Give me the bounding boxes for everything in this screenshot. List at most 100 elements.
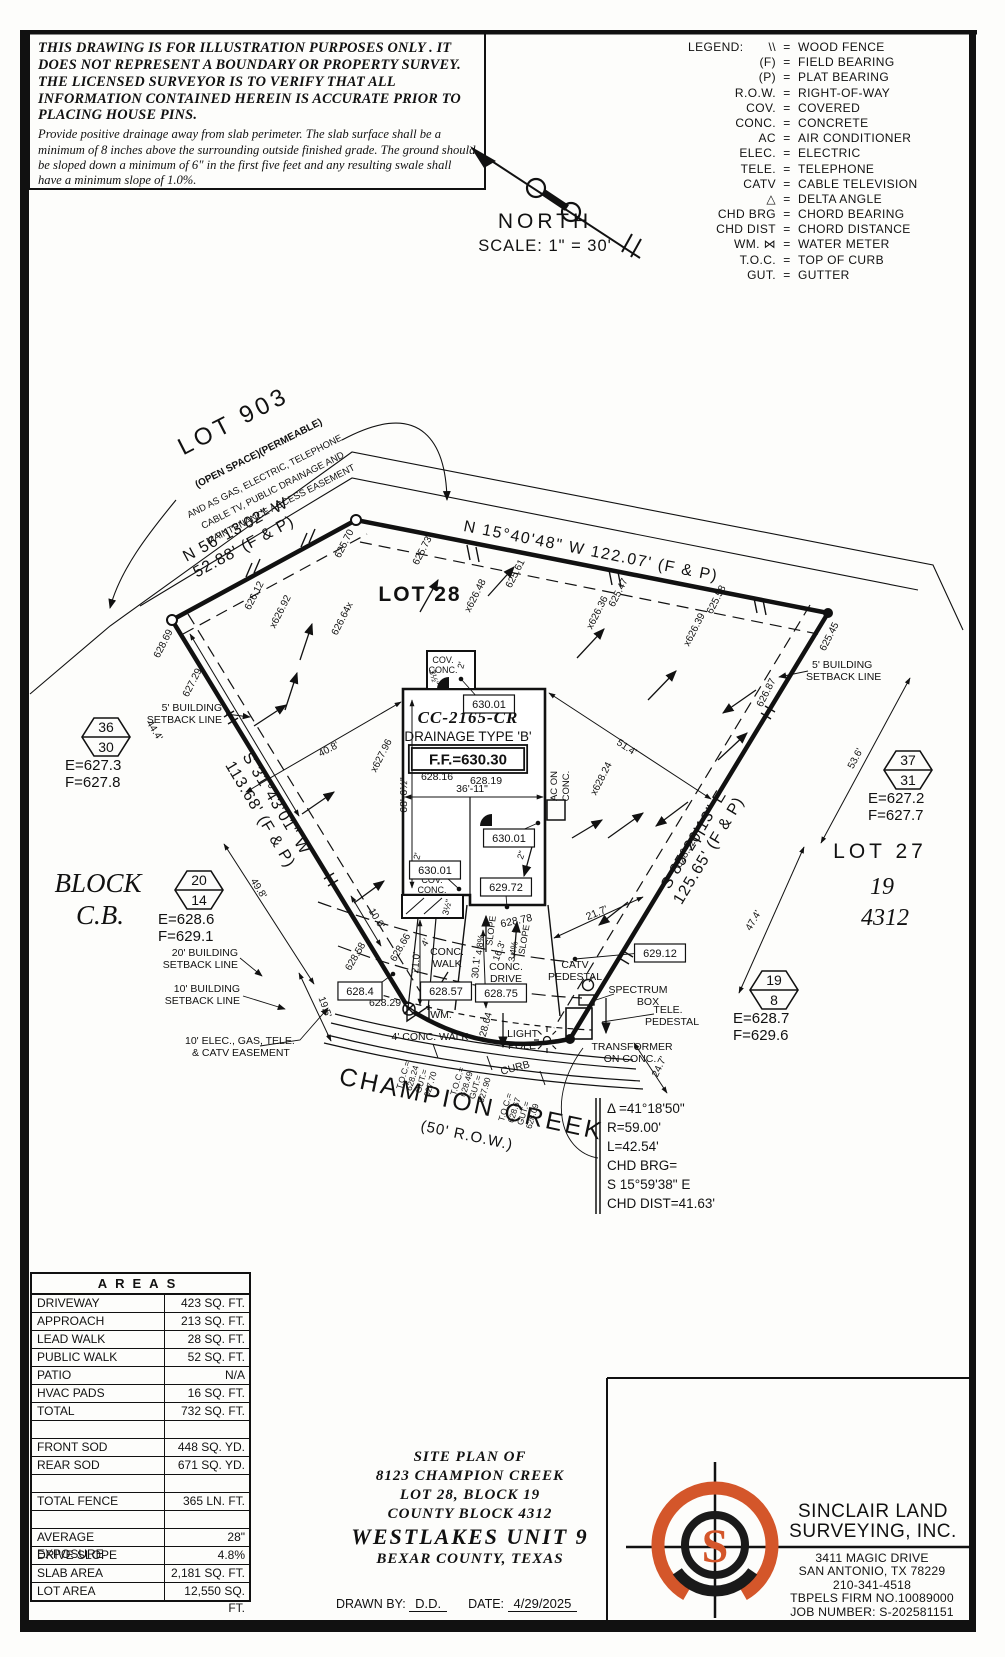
plot-label: 10' ELEC., GAS, TELE. bbox=[185, 1035, 295, 1047]
areas-row-value: 12,550 SQ. FT. bbox=[184, 1584, 245, 1615]
plot-label: 627.29 bbox=[181, 666, 205, 699]
areas-row-label: PATIO bbox=[32, 1367, 165, 1384]
boxed-elevation: 629.72 bbox=[479, 877, 533, 897]
hexagon-f-elevation: F=629.1 bbox=[158, 928, 213, 945]
areas-row-label bbox=[32, 1475, 165, 1492]
legend-symbol: R.O.W. bbox=[734, 85, 776, 100]
plot-label: CONC. bbox=[561, 771, 572, 802]
plot-label: 10' BUILDING bbox=[174, 983, 240, 995]
scale-label: SCALE: 1" = 30' bbox=[478, 237, 612, 255]
legend-item: CONC.=CONCRETE bbox=[688, 116, 973, 131]
legend-equals: = bbox=[783, 100, 791, 115]
hexagon-top-number: 20 bbox=[191, 872, 207, 888]
areas-row-value: 423 SQ. FT. bbox=[180, 1296, 245, 1310]
plot-label: 628.66 bbox=[388, 931, 413, 963]
legend-symbol: TELE. bbox=[740, 161, 776, 176]
plan-title-line: COUNTY BLOCK 4312 bbox=[387, 1506, 553, 1522]
plot-label: 20' BUILDING bbox=[172, 947, 238, 959]
legend-meaning: ELECTRIC bbox=[798, 146, 861, 161]
plot-label: 53.6' bbox=[846, 747, 866, 771]
plot-label: PEDESTAL bbox=[548, 971, 602, 983]
legend-meaning: FIELD BEARING bbox=[798, 55, 895, 70]
boxed-elevation: 630.01 bbox=[482, 828, 536, 848]
dimension-lines bbox=[189, 633, 911, 1094]
north-arrow bbox=[470, 146, 642, 259]
legend-item: GUT.=GUTTER bbox=[688, 268, 973, 283]
hexagon-bottom-number: 8 bbox=[770, 992, 778, 1008]
plot-label: CHD DIST=41.63' bbox=[607, 1196, 715, 1211]
areas-row-value bbox=[165, 1421, 249, 1438]
disclaimer-box: THIS DRAWING IS FOR ILLUSTRATION PURPOSE… bbox=[28, 32, 486, 190]
hexagon-top-number: 19 bbox=[766, 972, 782, 988]
drawn-by-label: DRAWN BY: bbox=[336, 1597, 406, 1611]
legend-equals: = bbox=[783, 207, 791, 222]
areas-row-value: 28 SQ. FT. bbox=[187, 1332, 245, 1346]
legend-equals: = bbox=[783, 40, 791, 54]
plot-label: SLOPE bbox=[517, 924, 532, 955]
legend-symbol: (P) bbox=[758, 70, 776, 85]
plan-title-line: 8123 CHAMPION CREEK bbox=[375, 1468, 565, 1484]
north-label-block: NORTH SCALE: 1" = 30' bbox=[440, 210, 650, 256]
legend-symbol: COV. bbox=[746, 100, 776, 115]
legend-symbol: CONC. bbox=[735, 115, 776, 130]
plot-label: DRIVE bbox=[490, 973, 522, 985]
plot-label: 49.8' bbox=[248, 877, 269, 901]
hexagon-markers: 3630E=627.3F=627.82014E=628.6F=629.13731… bbox=[65, 717, 933, 1044]
plot-label: 626.12 bbox=[243, 579, 267, 612]
areas-row-label bbox=[32, 1421, 165, 1438]
legend-item: CHD DIST=CHORD DISTANCE bbox=[688, 222, 973, 237]
plot-label: 3½" bbox=[440, 898, 454, 916]
legend-item: (F)=FIELD BEARING bbox=[688, 55, 973, 70]
legend-equals: = bbox=[783, 252, 791, 267]
disclaimer-text: THIS DRAWING IS FOR ILLUSTRATION PURPOSE… bbox=[38, 40, 461, 124]
boxed-elevation: 628.57 bbox=[419, 981, 473, 1001]
legend-symbol: \\ bbox=[768, 40, 776, 54]
areas-row-value: 732 SQ. FT. bbox=[180, 1404, 245, 1418]
boxed-elevation-value: F.F.=630.30 bbox=[429, 751, 507, 768]
hexagon-f-elevation: F=627.8 bbox=[65, 774, 120, 791]
plot-label: 2' bbox=[411, 851, 422, 860]
legend-item: T.O.C.=TOP OF CURB bbox=[688, 253, 973, 268]
legend-rows: \\=WOOD FENCE(F)=FIELD BEARING(P)=PLAT B… bbox=[688, 40, 973, 283]
plot-label: CONC. bbox=[489, 961, 523, 973]
boxed-elevation: 629.12 bbox=[633, 943, 687, 963]
legend-item: AC=AIR CONDITIONER bbox=[688, 131, 973, 146]
hexagon-e-elevation: E=628.6 bbox=[158, 911, 214, 928]
north-label: NORTH bbox=[497, 210, 593, 233]
plot-label: x626.39 bbox=[682, 611, 708, 648]
legend-equals: = bbox=[783, 161, 791, 176]
legend-meaning: TOP OF CURB bbox=[798, 252, 884, 267]
drawn-by-row: DRAWN BY: D.D. DATE: 4/29/2025 bbox=[336, 1596, 636, 1612]
surveyor-logo: S bbox=[651, 1481, 779, 1601]
boxed-elevation-value: 628.75 bbox=[484, 988, 518, 1000]
plot-label: BLOCK bbox=[54, 868, 143, 898]
legend-meaning: CHORD BEARING bbox=[798, 207, 905, 222]
surveyor-street: 3411 MAGIC DRIVE bbox=[815, 1551, 929, 1565]
drainage-arrows bbox=[253, 566, 757, 1049]
boxed-elevation: 630.01 bbox=[408, 860, 462, 880]
plot-label: & CATV EASEMENT bbox=[192, 1047, 290, 1059]
legend-item: (P)=PLAT BEARING bbox=[688, 70, 973, 85]
surveyor-firm-number: TBPELS FIRM NO.10089000 bbox=[790, 1591, 954, 1606]
areas-row-value bbox=[165, 1511, 249, 1528]
legend-symbol: ELEC. bbox=[739, 146, 776, 161]
areas-row-value: 213 SQ. FT. bbox=[180, 1314, 245, 1328]
plot-label: 625.73 bbox=[411, 534, 435, 567]
drainage-note: Provide positive drainage away from slab… bbox=[38, 127, 476, 188]
surveyor-name-line1: SINCLAIR LAND bbox=[797, 1501, 949, 1522]
legend-item: ELEC.=ELECTRIC bbox=[688, 146, 973, 161]
plot-label: 628.16 bbox=[421, 771, 453, 783]
plot-label: CATV bbox=[561, 959, 588, 971]
plot-label: 4' CONC. WALK bbox=[392, 1031, 469, 1043]
